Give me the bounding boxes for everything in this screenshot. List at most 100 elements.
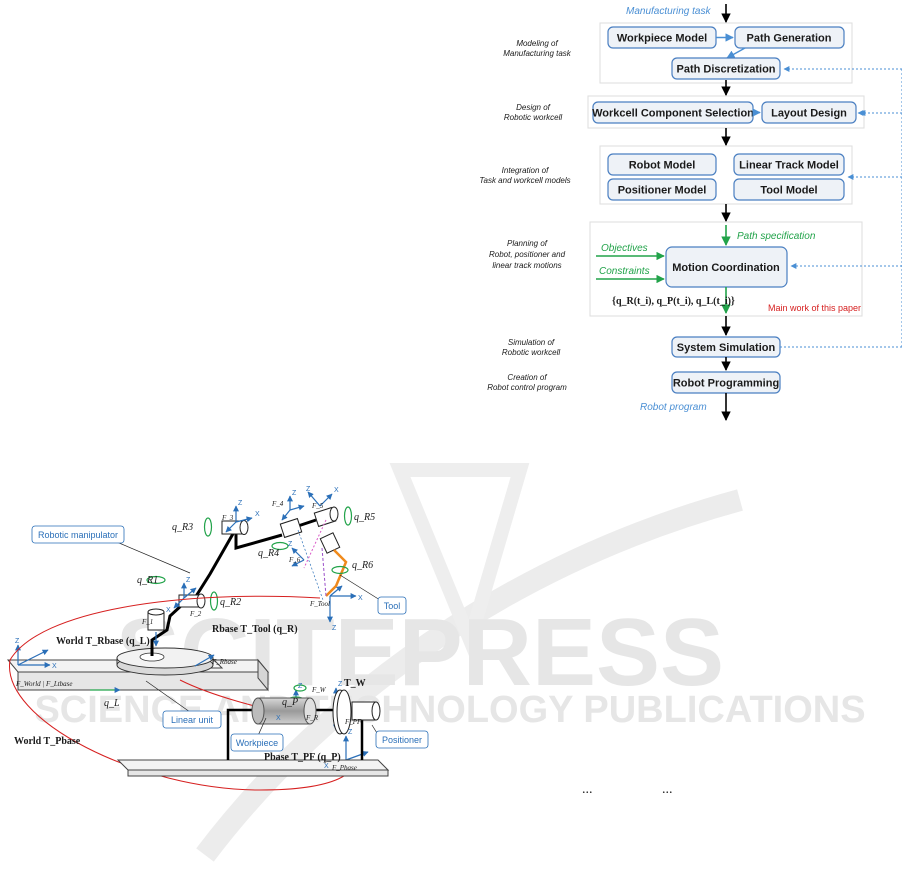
layout-design-label: Layout Design [771, 108, 847, 120]
component-selection-label: Workcell Component Selection [592, 108, 754, 120]
label-f-world: F_World | F_Ltbase [15, 680, 73, 688]
label-t-rbase-tool: Rbase T_Tool (q_R) [212, 624, 298, 635]
label-q-r4: q_R4 [258, 548, 279, 559]
svg-text:Z: Z [306, 486, 311, 493]
layout-design-box [761, 101, 857, 124]
label-q-r3: q_R3 [172, 522, 193, 533]
callout-workpiece-box [230, 733, 284, 752]
stage-simulation-2: Robotic workcell [502, 348, 560, 357]
label-f6: F_6 [288, 556, 301, 564]
ellipsis-left: ... [582, 782, 593, 797]
svg-text:X: X [276, 715, 281, 722]
svg-text:X: X [255, 511, 260, 518]
svg-text:Z: Z [338, 681, 343, 688]
path-generation-label: Path Generation [747, 33, 832, 45]
workpiece-model-label: Workpiece Model [617, 33, 707, 45]
main-work-note: Main work of this paper [768, 303, 861, 313]
label-f4: F_4 [271, 500, 284, 508]
positioner-model-box [607, 178, 717, 201]
label-t-pbase-pf: Pbase T_PF (q_P) [264, 752, 341, 763]
label-f-pf: F_PF [344, 718, 362, 726]
constraints-label: Constraints [599, 266, 650, 277]
linear-track-model-label: Linear Track Model [739, 160, 839, 172]
stage-planning-2: Robot, positioner and [489, 250, 566, 259]
callout-tool-box [377, 596, 407, 615]
label-q-l: q_L [104, 698, 120, 709]
callout-tool: Tool [384, 601, 401, 611]
callout-linear-unit-box [162, 710, 222, 729]
svg-text:X: X [52, 663, 57, 670]
callout-positioner: Positioner [382, 735, 422, 745]
svg-text:X: X [358, 595, 363, 602]
stage-modeling-2: Manufacturing task [503, 49, 572, 58]
watermark: SCITEPRESS SCIENCE AND TECHNOLOGY PUBLIC… [34, 463, 866, 862]
callout-manipulator: Robotic manipulator [38, 530, 118, 540]
callout-manipulator-box [31, 525, 125, 544]
svg-text:Z: Z [15, 638, 20, 645]
robot-model-box [607, 153, 717, 176]
feedback-lines [780, 66, 902, 348]
svg-text:X: X [324, 763, 329, 770]
transform-labels: World T_Rbase (q_L) Rbase T_Tool (q_R) P… [14, 624, 366, 763]
robot-program-label: Robot program [640, 402, 707, 413]
stage-planning-1: Planning of [507, 239, 548, 248]
callout-linear-unit: Linear unit [171, 715, 214, 725]
ellipsis-right: ... [662, 782, 673, 797]
label-f-pbase: F_Pbase [331, 764, 357, 772]
label-q-r5: q_R5 [354, 512, 375, 523]
stage-integration-2: Task and workcell models [479, 176, 570, 185]
stage-modeling-1: Modeling of [516, 39, 558, 48]
label-f5: F_5 [311, 502, 324, 510]
path-specification-label: Path specification [737, 231, 816, 242]
label-q-p: q_P [282, 697, 298, 708]
label-f-rbase: F_Rbase [211, 658, 237, 666]
svg-text:X: X [334, 487, 339, 494]
joint-variable-labels: q_R1 q_R2 q_R3 q_R4 q_R5 q_R6 q_L q_P [104, 512, 375, 709]
stage-creation-1: Creation of [507, 373, 547, 382]
frame-labels: F_1 F_2 F_3 F_4 F_5 F_6 F_Tool F_Rbase F… [15, 500, 362, 772]
motion-coordination-label: Motion Coordination [672, 262, 780, 274]
robot-lower-link [150, 602, 185, 656]
output-formula: {q_R(t_i), q_P(t_i), q_L(t_i)} [612, 296, 735, 307]
callout-workpiece: Workpiece [236, 738, 278, 748]
robot-programming-label: Robot Programming [673, 378, 779, 390]
label-q-r6: q_R6 [352, 560, 373, 571]
stage-simulation-1: Simulation of [508, 338, 555, 347]
path-discretization-box [671, 57, 781, 80]
workflow-flowchart: Manufacturing task Workpiece Model Path … [479, 4, 902, 421]
label-q-r2: q_R2 [220, 597, 241, 608]
label-f-r: F_R [305, 714, 319, 722]
positioner-model-label: Positioner Model [618, 185, 707, 197]
label-f3: F_3 [221, 514, 234, 522]
kinematic-loop [9, 595, 353, 791]
robot-upper-link [191, 531, 236, 602]
svg-text:Z: Z [348, 729, 353, 736]
linear-track-model-box [733, 153, 845, 176]
label-t-w: T_W [344, 678, 366, 689]
tool-model-box [733, 178, 845, 201]
label-f1: F_1 [141, 618, 153, 626]
svg-text:Z: Z [186, 577, 191, 584]
svg-text:Z: Z [288, 541, 293, 548]
label-f-tool: F_Tool [309, 600, 330, 608]
label-t-world-rbase: World T_Rbase (q_L) [56, 636, 150, 647]
path-discretization-label: Path Discretization [676, 64, 775, 76]
label-f-w: F_W [311, 686, 327, 694]
label-f2: F_2 [189, 610, 202, 618]
svg-text:Z: Z [298, 683, 303, 690]
svg-text:Z: Z [292, 490, 297, 497]
robot-model-label: Robot Model [629, 160, 696, 172]
manufacturing-task-label: Manufacturing task [626, 6, 711, 17]
label-t-world-pbase: World T_Pbase [14, 736, 81, 747]
system-simulation-label: System Simulation [677, 342, 776, 354]
workcell-figure: Robotic manipulator Tool Linear unit Wor… [6, 486, 429, 791]
stage-integration-1: Integration of [502, 166, 549, 175]
svg-text:X: X [166, 607, 171, 614]
callouts: Robotic manipulator Tool Linear unit Wor… [31, 525, 429, 752]
path-generation-box [734, 26, 845, 49]
svg-text:Z: Z [332, 625, 337, 632]
stage-planning-3: linear track motions [492, 261, 561, 270]
stage-creation-2: Robot control program [487, 383, 567, 392]
